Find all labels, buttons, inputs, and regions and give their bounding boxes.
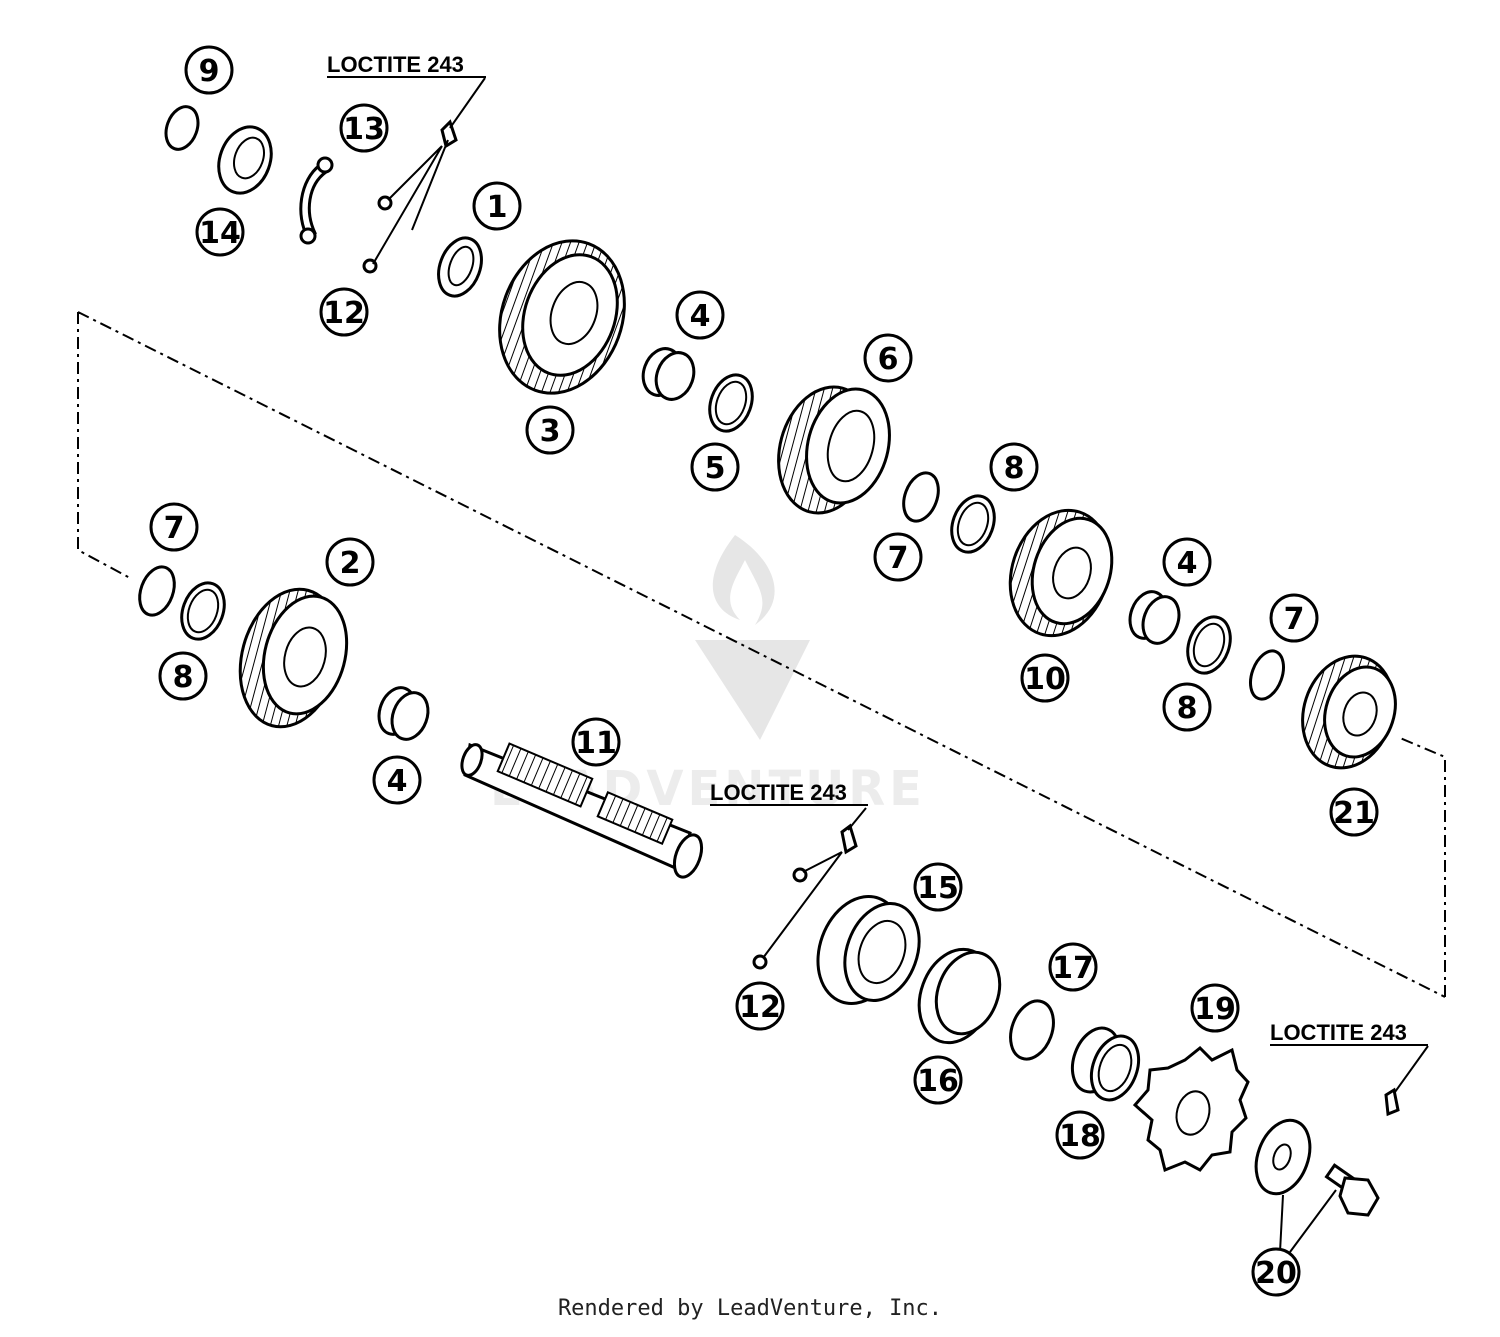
footer-credit: Rendered by LeadVenture, Inc. — [557, 1296, 943, 1321]
part-4-needle-bearing-left — [377, 686, 430, 741]
callout-8-left-label: 8 — [173, 660, 194, 695]
callout-8-mid-label: 8 — [1004, 451, 1025, 486]
part-13-retaining-bracket — [299, 156, 334, 245]
part-5-washer — [708, 373, 754, 433]
callout-14-label: 14 — [199, 216, 241, 251]
leader-lines — [372, 77, 1429, 1253]
callout-3-label: 3 — [540, 414, 561, 449]
callout-4-right: 4 — [1162, 537, 1212, 587]
callout-10: 10 — [1020, 653, 1070, 703]
part-18-spacer-bushing — [1070, 1026, 1141, 1102]
callout-11-label: 11 — [575, 726, 617, 761]
callout-18: 18 — [1055, 1110, 1105, 1160]
callout-7-right: 7 — [1269, 593, 1319, 643]
part-14-bearing — [217, 125, 273, 195]
callout-17-label: 17 — [1052, 951, 1094, 986]
part-9-snap-ring — [164, 105, 200, 151]
part-19-sprocket — [1132, 1045, 1250, 1173]
callout-15-label: 15 — [917, 871, 959, 906]
callout-11: 11 — [571, 717, 621, 767]
callout-21: 21 — [1329, 787, 1379, 837]
part-6-gear — [777, 385, 891, 515]
callout-15: 15 — [913, 862, 963, 912]
callout-4-left-label: 4 — [387, 764, 408, 799]
callout-8-right: 8 — [1162, 682, 1212, 732]
callout-7-right-label: 7 — [1284, 602, 1305, 637]
part-1-thrust-washer — [437, 236, 483, 298]
part-8-washer-right — [1186, 615, 1232, 675]
callout-12-upper: 12 — [319, 287, 369, 337]
callout-4-upper-label: 4 — [690, 299, 711, 334]
part-16-seal — [917, 947, 1002, 1045]
callout-8-right-label: 8 — [1177, 691, 1198, 726]
callout-5: 5 — [690, 442, 740, 492]
callout-2-label: 2 — [340, 546, 361, 581]
callout-10-label: 10 — [1024, 662, 1066, 697]
part-21-gear — [1301, 654, 1397, 770]
callout-9: 9 — [184, 45, 234, 95]
part-2-gear — [238, 587, 349, 729]
callout-6-label: 6 — [878, 342, 899, 377]
callout-1-label: 1 — [487, 190, 508, 225]
callout-19-label: 19 — [1194, 992, 1236, 1027]
callout-3: 3 — [525, 405, 575, 455]
callout-20: 20 — [1251, 1247, 1301, 1297]
loctite-note-lower: LOCTITE 243 — [1270, 1020, 1428, 1046]
callout-7-mid-label: 7 — [888, 541, 909, 576]
part-8-washer-left — [180, 581, 226, 641]
callout-1: 1 — [472, 181, 522, 231]
loctite-note-upper: LOCTITE 243 — [327, 52, 486, 78]
callout-7-mid: 7 — [873, 532, 923, 582]
callout-16: 16 — [913, 1055, 963, 1105]
part-7-snap-ring-right — [1249, 649, 1285, 701]
callout-5-label: 5 — [705, 451, 726, 486]
part-11-shaft — [460, 742, 704, 879]
callout-8-mid: 8 — [989, 442, 1039, 492]
callout-20-label: 20 — [1255, 1256, 1297, 1291]
part-15-ball-bearing — [816, 895, 921, 1005]
part-3-gear — [498, 239, 626, 395]
callout-13-label: 13 — [343, 112, 385, 147]
callout-8-left: 8 — [158, 651, 208, 701]
loctite-label-lower: LOCTITE 243 — [1270, 1020, 1407, 1045]
part-20-washer-and-bolt — [1254, 1087, 1400, 1217]
callout-7-left: 7 — [149, 502, 199, 552]
callout-9-label: 9 — [199, 54, 220, 89]
callout-4-upper: 4 — [675, 290, 725, 340]
callout-4-left: 4 — [372, 755, 422, 805]
callout-16-label: 16 — [917, 1064, 959, 1099]
callout-6: 6 — [863, 333, 913, 383]
loctite-label-middle: LOCTITE 243 — [710, 780, 847, 805]
part-17-o-ring — [1009, 999, 1055, 1061]
callout-7-left-label: 7 — [164, 511, 185, 546]
callout-21-label: 21 — [1333, 796, 1375, 831]
part-7-snap-ring-left — [138, 565, 176, 617]
callout-14: 14 — [195, 207, 245, 257]
callout-12-lower: 12 — [735, 981, 785, 1031]
part-12-screws-lower — [752, 823, 858, 970]
callout-4-right-label: 4 — [1177, 546, 1198, 581]
callout-17: 17 — [1048, 942, 1098, 992]
part-4-needle-bearing-upper — [641, 347, 696, 401]
callout-19: 19 — [1190, 983, 1240, 1033]
loctite-note-middle: LOCTITE 243 — [710, 780, 868, 806]
callout-12-lower-label: 12 — [739, 990, 781, 1025]
part-10-gear — [1008, 508, 1114, 638]
loctite-label-upper: LOCTITE 243 — [327, 52, 464, 77]
part-8-washer-mid — [950, 494, 996, 554]
part-4-needle-bearing-right — [1128, 590, 1181, 645]
callout-18-label: 18 — [1059, 1119, 1101, 1154]
callout-13: 13 — [339, 103, 389, 153]
callout-2: 2 — [325, 537, 375, 587]
callout-12-upper-label: 12 — [323, 296, 365, 331]
part-7-snap-ring-mid — [902, 471, 940, 523]
